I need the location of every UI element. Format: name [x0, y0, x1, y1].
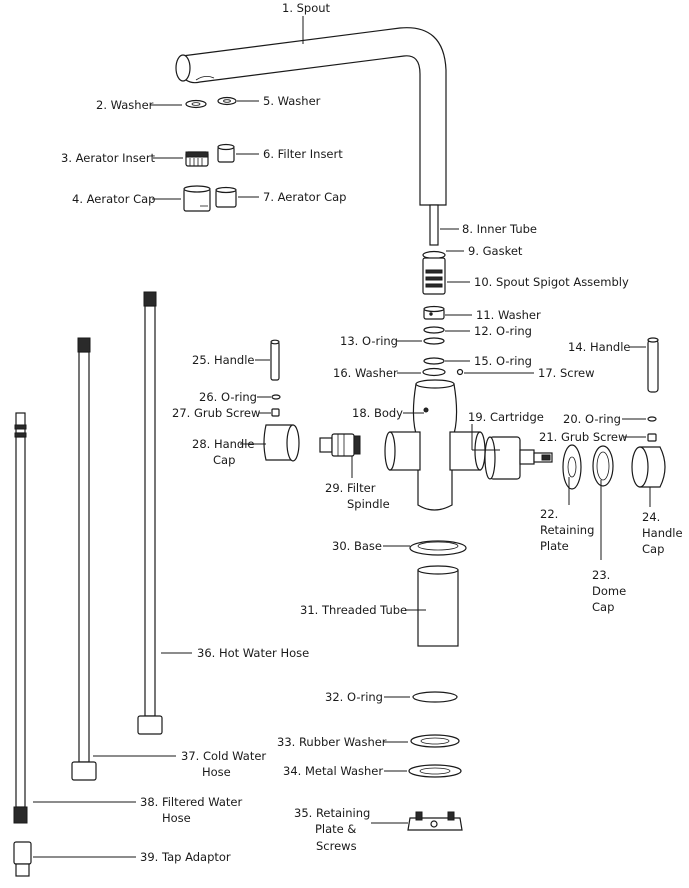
label-23c: Cap [592, 600, 614, 614]
base [409, 540, 467, 556]
label-5: 5. Washer [263, 94, 321, 108]
dome-cap-23 [592, 445, 614, 487]
label-35c: Screws [316, 839, 357, 853]
label-18: 18. Body [352, 406, 403, 420]
label-27: 27. Grub Screw [172, 406, 260, 420]
washer-11 [423, 305, 445, 320]
filter-spindle [319, 433, 361, 457]
aerator-cap-4 [183, 185, 211, 212]
leader-lines [33, 16, 651, 858]
label-4: 4. Aerator Cap [72, 192, 155, 206]
label-24a: 24. [642, 510, 660, 524]
label-1: 1. Spout [282, 1, 331, 15]
grub-screw-27 [271, 408, 280, 417]
label-25: 25. Handle [192, 353, 255, 367]
handle-cap-28 [263, 424, 300, 462]
label-22a: 22. [540, 507, 558, 521]
label-21: 21. Grub Screw [539, 430, 627, 444]
label-22c: Plate [540, 539, 569, 553]
label-12: 12. O-ring [474, 324, 532, 338]
label-37b: Hose [202, 765, 231, 779]
label-35a: 35. Retaining [294, 806, 370, 820]
cold-water-hose [71, 337, 97, 781]
label-24b: Handle [642, 526, 683, 540]
label-24c: Cap [642, 542, 664, 556]
label-28b: Cap [213, 453, 235, 467]
washer-2 [185, 99, 207, 109]
label-8: 8. Inner Tube [462, 222, 537, 236]
o-ring-12 [423, 326, 445, 334]
label-34: 34. Metal Washer [283, 764, 383, 778]
label-2: 2. Washer [96, 98, 154, 112]
spout-spigot-assembly [422, 257, 446, 295]
label-31: 31. Threaded Tube [300, 603, 407, 617]
label-10: 10. Spout Spigot Assembly [474, 275, 629, 289]
label-38b: Hose [162, 811, 191, 825]
label-3: 3. Aerator Insert [61, 151, 156, 165]
retaining-plate-screws [407, 811, 463, 831]
aerator-cap-7 [215, 186, 237, 208]
label-32: 32. O-ring [325, 690, 383, 704]
label-30: 30. Base [332, 539, 382, 553]
retaining-plate-22 [562, 444, 582, 490]
label-9: 9. Gasket [468, 244, 523, 258]
label-33: 33. Rubber Washer [277, 735, 387, 749]
tap-adaptor [13, 841, 32, 877]
label-6: 6. Filter Insert [263, 147, 343, 161]
washer-5 [217, 96, 237, 106]
part-labels: 1. Spout 2. Washer 3. Aerator Insert 4. … [61, 1, 683, 864]
washer-16 [422, 367, 446, 377]
filtered-water-hose [13, 412, 28, 824]
o-ring-20 [647, 416, 657, 422]
aerator-insert [185, 151, 209, 167]
label-20: 20. O-ring [563, 412, 621, 426]
body [384, 379, 486, 511]
o-ring-15 [423, 357, 445, 365]
inner-tube [429, 204, 439, 246]
threaded-tube [417, 565, 459, 647]
label-35b: Plate & [315, 822, 356, 836]
label-22b: Retaining [540, 523, 594, 537]
o-ring-13 [423, 337, 445, 345]
filter-insert [217, 143, 235, 163]
label-26: 26. O-ring [199, 390, 257, 404]
label-29b: Spindle [347, 497, 390, 511]
label-23a: 23. [592, 568, 610, 582]
label-28a: 28. Handle [192, 437, 255, 451]
label-14: 14. Handle [568, 340, 631, 354]
label-11: 11. Washer [476, 308, 541, 322]
metal-washer [408, 764, 462, 778]
label-7: 7. Aerator Cap [263, 190, 346, 204]
handle-14 [647, 337, 659, 393]
label-37a: 37. Cold Water [181, 749, 266, 763]
handle-25 [270, 339, 280, 381]
label-15: 15. O-ring [474, 354, 532, 368]
handle-cap-24 [631, 446, 666, 488]
spout [175, 27, 447, 206]
label-16: 16. Washer [333, 366, 398, 380]
o-ring-26 [271, 394, 281, 400]
hot-water-hose [137, 291, 163, 735]
label-17: 17. Screw [538, 366, 595, 380]
label-36: 36. Hot Water Hose [197, 646, 309, 660]
o-ring-32 [412, 691, 458, 703]
label-29a: 29. Filter [325, 481, 376, 495]
grub-screw-21 [647, 433, 657, 442]
label-19: 19. Cartridge [468, 410, 544, 424]
rubber-washer [410, 734, 460, 748]
label-39: 39. Tap Adaptor [140, 850, 231, 864]
label-13: 13. O-ring [340, 334, 398, 348]
label-38a: 38. Filtered Water [140, 795, 242, 809]
cartridge [484, 436, 553, 480]
label-23b: Dome [592, 584, 626, 598]
screw-17 [456, 368, 464, 376]
